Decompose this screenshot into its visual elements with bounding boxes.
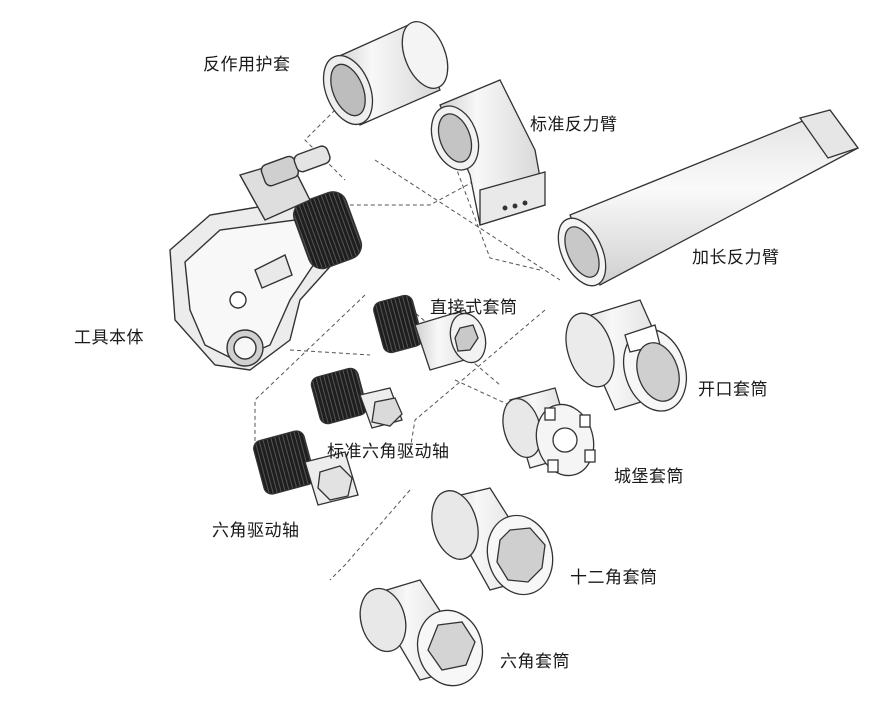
- label-twelve-point-socket: 十二角套筒: [570, 563, 658, 588]
- label-castle-socket: 城堡套筒: [614, 462, 684, 487]
- label-open-socket: 开口套筒: [698, 375, 768, 400]
- label-extended-reaction-arm: 加长反力臂: [692, 243, 780, 268]
- label-straight-socket: 直接式套筒: [430, 293, 518, 318]
- label-hex-socket: 六角套筒: [500, 647, 570, 672]
- tool-body-part: [170, 144, 365, 370]
- castle-socket-part: [497, 388, 602, 482]
- label-standard-reaction-arm: 标准反力臂: [530, 110, 618, 135]
- label-protective-sleeve: 反作用护套: [203, 50, 291, 75]
- hex-socket-part: [353, 580, 490, 693]
- open-socket-part: [557, 300, 696, 419]
- label-tool-body: 工具本体: [74, 323, 144, 348]
- standard-hex-drive-part: [310, 367, 402, 428]
- label-standard-hex-drive: 标准六角驱动轴: [327, 437, 450, 462]
- twelve-point-socket-part: [425, 485, 562, 601]
- label-hex-drive-shaft: 六角驱动轴: [212, 516, 300, 541]
